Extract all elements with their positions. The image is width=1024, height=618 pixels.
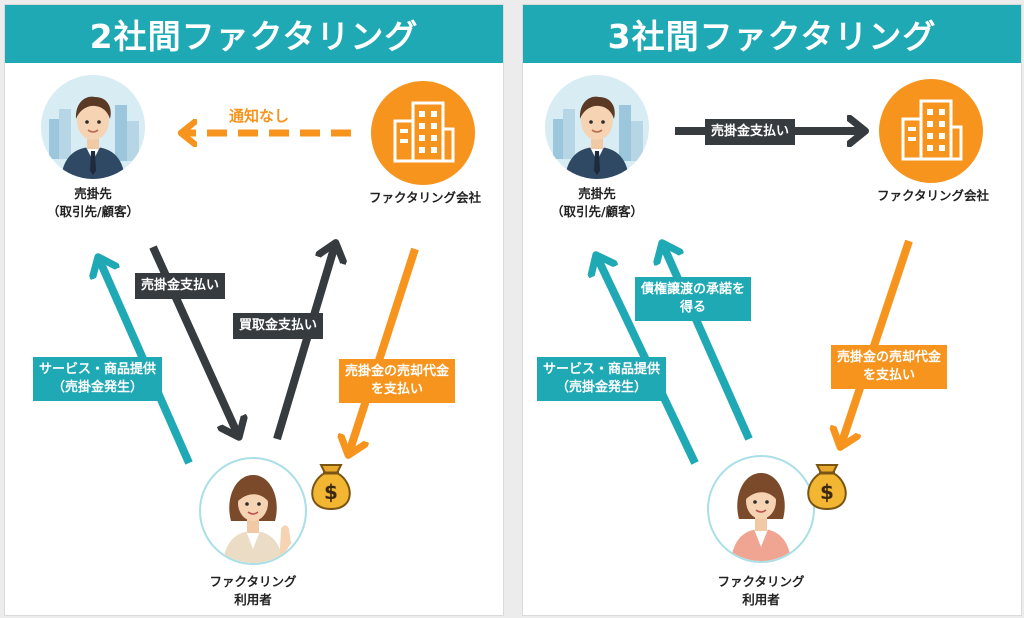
customer-label: 売掛先 （取引先/顧客）: [551, 185, 643, 221]
service-label-line1: サービス・商品提供: [39, 362, 157, 377]
sale-proceeds-arrow: [349, 247, 419, 453]
sale-proceeds-label: 売掛金の売却代金 を支払い: [339, 359, 456, 403]
service-label-line2: （売掛金発生）: [52, 380, 144, 395]
service-label: サービス・商品提供 （売掛金発生）: [537, 357, 667, 401]
flow-arrows: [5, 5, 419, 465]
sale-proceeds-label-line1: 売掛金の売却代金: [345, 364, 450, 379]
businesswoman-icon: [707, 455, 815, 563]
sale-proceeds-label-line1: 売掛金の売却代金: [837, 350, 942, 365]
sale-proceeds-label: 売掛金の売却代金 を支払い: [831, 345, 948, 389]
consent-label-line1: 債権譲渡の承諾を: [641, 282, 746, 297]
company-label: ファクタリング会社: [876, 188, 990, 203]
money-bag-icon: $: [303, 451, 359, 517]
receivable-payment-label: 売掛金支払い: [705, 119, 796, 145]
sale-proceeds-label-line2: を支払い: [863, 368, 916, 383]
receivable-payment-label: 売掛金支払い: [135, 273, 226, 299]
office-building-icon: [371, 81, 475, 185]
three-party-factoring-panel: 3社間ファクタリング: [522, 4, 1022, 616]
svg-text:$: $: [820, 480, 834, 504]
consent-label-line2: 得る: [680, 300, 707, 315]
money-bag-icon: $: [799, 451, 855, 517]
service-label-line1: サービス・商品提供: [543, 362, 661, 377]
panel-title: 2社間ファクタリング: [5, 5, 503, 63]
businessman-icon: [545, 75, 649, 179]
sale-proceeds-arrow: [841, 239, 913, 445]
repurchase-payment-label: 買取金支払い: [233, 313, 324, 339]
user-label-line1: ファクタリング: [209, 574, 297, 589]
businesswoman-icon: [199, 457, 307, 565]
user-label-line2: 利用者: [742, 592, 780, 607]
customer-label-line1: 売掛先: [74, 186, 112, 201]
svg-text:$: $: [324, 480, 338, 504]
businessman-icon: [41, 75, 145, 179]
two-party-factoring-panel: 2社間ファクタリング: [4, 4, 504, 616]
service-label: サービス・商品提供 （売掛金発生）: [33, 357, 163, 401]
customer-label: 売掛先 （取引先/顧客）: [47, 185, 139, 221]
user-label-line1: ファクタリング: [717, 574, 805, 589]
company-label: ファクタリング会社: [368, 190, 482, 205]
user-label: ファクタリング 利用者: [209, 573, 296, 609]
user-label-line2: 利用者: [234, 592, 272, 607]
customer-label-line1: 売掛先: [578, 186, 616, 201]
customer-label-line2: （取引先/顧客）: [550, 204, 644, 219]
customer-label-line2: （取引先/顧客）: [46, 204, 140, 219]
repurchase-payment-arrow: [273, 245, 335, 441]
consent-arrow: [663, 245, 753, 441]
consent-label: 債権譲渡の承諾を 得る: [635, 277, 752, 321]
user-label: ファクタリング 利用者: [717, 573, 804, 609]
office-building-icon: [879, 79, 983, 183]
notice-label: 通知なし: [229, 107, 290, 125]
sale-proceeds-label-line2: を支払い: [371, 382, 424, 397]
service-label-line2: （売掛金発生）: [556, 380, 648, 395]
panel-title: 3社間ファクタリング: [523, 5, 1021, 63]
